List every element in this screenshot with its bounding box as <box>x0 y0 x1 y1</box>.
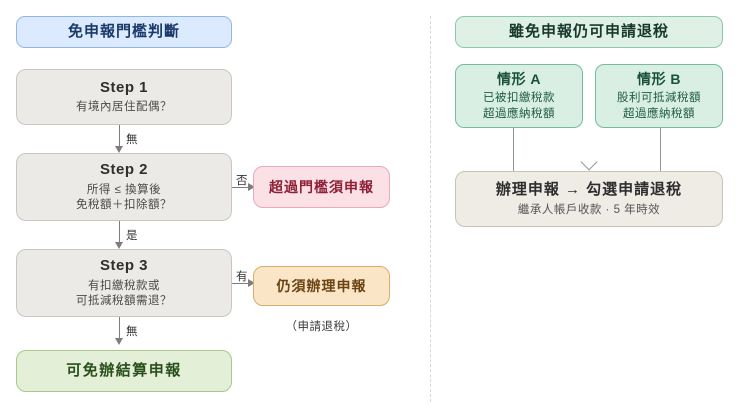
condition-a-node[interactable]: 情形 A 已被扣繳稅款 超過應納稅額 <box>455 64 583 128</box>
condition-b-line-1: 股利可抵減稅額 <box>617 92 701 105</box>
result-still-file-label: 仍須辦理申報 <box>276 277 367 294</box>
condition-b-node[interactable]: 情形 B 股利可抵減稅額 超過應納稅額 <box>595 64 723 128</box>
step-2-question-line-2: 免稅額＋扣除額？ <box>76 199 172 212</box>
step-1-question: 有境內居住配偶？ <box>76 101 172 114</box>
left-panel-header: 免申報門檻判斷 <box>16 16 232 48</box>
step-3-node[interactable]: Step 3 有扣繳稅款或 可抵減稅額需退？ <box>16 249 232 317</box>
condition-a-line-1: 已被扣繳稅款 <box>483 92 555 105</box>
step-2-node[interactable]: Step 2 所得 ≤ 換算後 免稅額＋扣除額？ <box>16 153 232 221</box>
left-panel-header-label: 免申報門檻判斷 <box>67 22 180 40</box>
result-over-threshold[interactable]: 超過門檻須申報 <box>253 166 390 208</box>
connector-condition-a-outcome <box>513 128 514 172</box>
arrowhead-step3-final <box>114 338 123 345</box>
step-3-title: Step 3 <box>99 257 148 275</box>
result-still-file-caption: （申請退稅） <box>285 321 358 333</box>
step-2-title: Step 2 <box>99 161 148 179</box>
condition-b-title: 情形 B <box>637 70 681 87</box>
step-1-title: Step 1 <box>99 79 148 97</box>
result-exempt-from-filing-label: 可免辦結算申報 <box>66 361 182 379</box>
connector-step2-step3 <box>119 221 120 245</box>
condition-b-line-2: 超過應納稅額 <box>623 107 695 120</box>
panel-divider <box>430 16 431 402</box>
step-2-question-line-1: 所得 ≤ 換算後 <box>86 183 162 196</box>
step-3-question-line-2: 可抵減稅額需退？ <box>76 295 172 308</box>
connector-step1-step2 <box>119 125 120 149</box>
right-panel-outcome-title: 辦理申報 → 勾選申請退稅 <box>495 180 683 198</box>
step-3-question-line-1: 有扣繳稅款或 <box>88 279 160 292</box>
edge-label-step3-stillfile: 有 <box>236 271 248 283</box>
condition-a-line-2: 超過應納稅額 <box>483 107 555 120</box>
edge-label-step3-final: 無 <box>126 326 138 338</box>
edge-label-step2-overthreshold: 否 <box>236 175 248 187</box>
right-panel-header: 雖免申報仍可申請退稅 <box>455 16 723 48</box>
arrowhead-step3-stillfile <box>248 278 255 287</box>
connector-step3-final <box>119 317 120 341</box>
connector-step3-stillfile <box>232 283 250 284</box>
connector-step2-overthreshold <box>232 187 250 188</box>
right-panel-outcome-subtitle: 繼承人帳戶收款 · 5 年時效 <box>517 203 661 216</box>
edge-label-step2-step3: 是 <box>126 230 138 242</box>
result-still-file[interactable]: 仍須辦理申報 <box>253 266 390 306</box>
arrowhead-step2-step3 <box>114 242 123 249</box>
right-panel-header-label: 雖免申報仍可申請退稅 <box>508 22 669 40</box>
step-1-node[interactable]: Step 1 有境內居住配偶？ <box>16 69 232 125</box>
result-over-threshold-label: 超過門檻須申報 <box>269 178 374 195</box>
arrowhead-step2-overthreshold <box>248 182 255 191</box>
right-panel-outcome[interactable]: 辦理申報 → 勾選申請退稅 繼承人帳戶收款 · 5 年時效 <box>455 171 723 227</box>
connector-condition-b-outcome <box>660 128 661 172</box>
edge-label-step1-step2: 無 <box>126 134 138 146</box>
result-exempt-from-filing[interactable]: 可免辦結算申報 <box>16 350 232 392</box>
chevron-down-icon <box>580 153 598 171</box>
condition-a-title: 情形 A <box>497 70 541 87</box>
arrowhead-step1-step2 <box>114 146 123 153</box>
